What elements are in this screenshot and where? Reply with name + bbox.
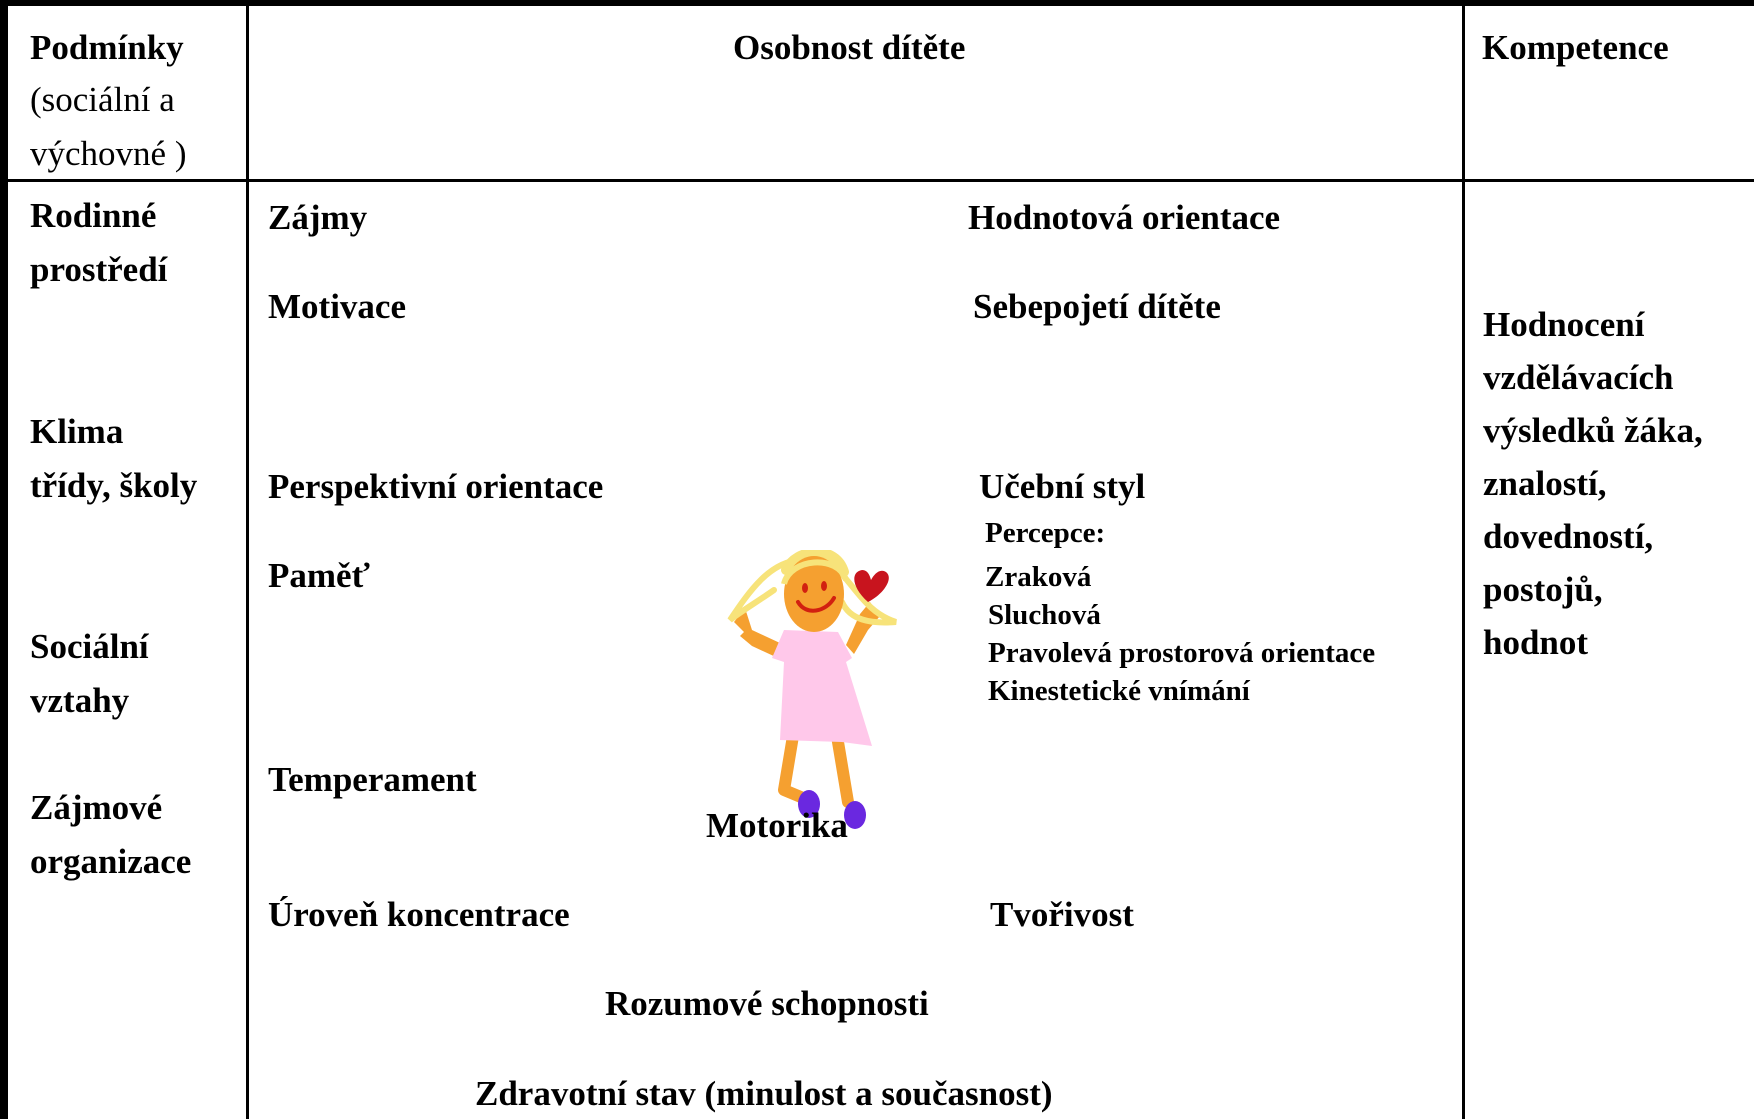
- child-hair-fringe: [781, 559, 849, 586]
- trait-cognitive-abilities: Rozumové schopnosti: [605, 984, 929, 1023]
- condition-social-line2: vztahy: [30, 681, 130, 720]
- conditions-header-sub2: výchovné ): [30, 134, 187, 173]
- perception-kinesthetic: Kinestetické vnímání: [988, 675, 1250, 707]
- condition-social: Sociální vztahy: [30, 620, 149, 728]
- condition-family: Rodinné prostředí: [30, 189, 167, 297]
- trait-self-concept: Sebepojetí dítěte: [973, 287, 1221, 326]
- condition-climate-line2: třídy, školy: [30, 466, 198, 505]
- child-head: [784, 556, 844, 632]
- child-smile: [796, 596, 836, 613]
- child-right-leg: [830, 724, 854, 808]
- column-divider-2: [1462, 0, 1465, 1119]
- trait-creativity: Tvořivost: [990, 895, 1134, 934]
- condition-family-line1: Rodinné: [30, 196, 157, 235]
- perception-spatial: Pravolevá prostorová orientace: [988, 637, 1376, 669]
- child-illustration: [727, 550, 898, 829]
- left-border: [0, 0, 8, 1119]
- conditions-header: Podmínky: [30, 28, 184, 67]
- child-dress: [772, 630, 872, 746]
- child-hair-top: [781, 550, 849, 577]
- condition-climate: Klima třídy, školy: [30, 405, 197, 513]
- condition-organizations-line2: organizace: [30, 842, 192, 881]
- perception-auditory: Sluchová: [988, 599, 1101, 631]
- child-left-eye: [802, 583, 808, 593]
- competence-line-5: dovedností,: [1483, 517, 1654, 556]
- conditions-header-sub1: (sociální a: [30, 80, 175, 119]
- trait-temperament: Temperament: [268, 760, 477, 799]
- trait-motor-skills: Motorika: [706, 806, 848, 845]
- column-divider-1: [246, 0, 249, 1119]
- header-separator: [0, 179, 1754, 182]
- trait-interests: Zájmy: [268, 198, 368, 237]
- trait-health: Zdravotní stav (minulost a současnost): [475, 1074, 1053, 1113]
- trait-value-orientation: Hodnotová orientace: [968, 198, 1281, 237]
- trait-memory: Paměť: [268, 556, 370, 595]
- competence-line-6: postojů,: [1483, 570, 1603, 609]
- child-left-arm: [734, 608, 780, 658]
- competence-line-3: výsledků žáka,: [1483, 411, 1703, 450]
- trait-learning-style: Učební styl: [979, 467, 1146, 506]
- condition-organizations-line1: Zájmové: [30, 788, 163, 827]
- child-hair-left: [727, 557, 803, 623]
- competence-text: Hodnocení vzdělávacích výsledků žáka, zn…: [1483, 298, 1703, 669]
- competence-line-1: Hodnocení: [1483, 305, 1645, 344]
- condition-social-line1: Sociální: [30, 627, 149, 666]
- trait-concentration: Úroveň koncentrace: [268, 895, 570, 934]
- condition-family-line2: prostředí: [30, 250, 168, 289]
- child-right-eye: [821, 581, 827, 591]
- perception-visual: Zraková: [985, 561, 1092, 593]
- heart-icon: [854, 570, 889, 602]
- trait-perspective-orientation: Perspektivní orientace: [268, 467, 604, 506]
- child-left-shoe: [798, 790, 820, 818]
- competence-header: Kompetence: [1482, 28, 1669, 67]
- condition-organizations: Zájmové organizace: [30, 781, 191, 889]
- child-right-arm: [846, 602, 880, 654]
- competence-line-4: znalostí,: [1483, 464, 1607, 503]
- competence-line-2: vzdělávacích: [1483, 358, 1674, 397]
- perception-title: Percepce:: [985, 517, 1106, 549]
- competence-line-7: hodnot: [1483, 623, 1589, 662]
- personality-header: Osobnost dítěte: [733, 28, 966, 67]
- child-right-shoe: [844, 801, 866, 829]
- condition-climate-line1: Klima: [30, 412, 124, 451]
- trait-motivation: Motivace: [268, 287, 406, 326]
- top-border: [0, 0, 1754, 6]
